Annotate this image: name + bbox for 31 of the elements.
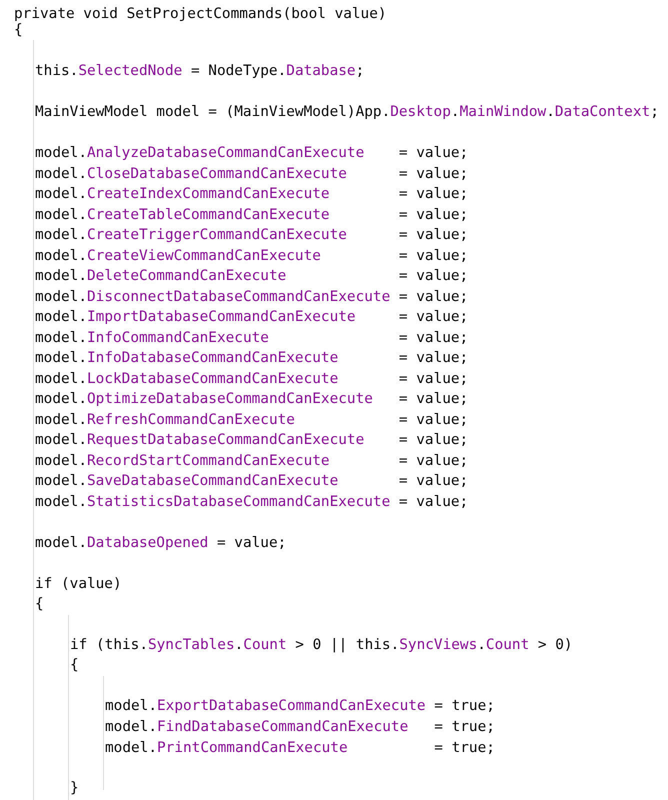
code-line: {	[14, 21, 23, 39]
code-line: model.ExportDatabaseCommandCanExecute = true;	[105, 697, 495, 715]
code-line: model.RefreshCommandCanExecute = value;	[35, 410, 468, 428]
code-line: model.OptimizeDatabaseCommandCanExecute = value;	[35, 390, 468, 408]
code-line: model.RequestDatabaseCommandCanExecute = value;	[35, 431, 468, 449]
code-line: {	[35, 595, 44, 613]
code-line: model.LockDatabaseCommandCanExecute = value;	[35, 370, 468, 388]
code-line: model.InfoCommandCanExecute = value;	[35, 328, 468, 346]
code-line: private void SetProjectCommands(bool value)	[14, 5, 387, 23]
code-line: model.CreateTableCommandCanExecute = value;	[35, 206, 468, 224]
code-line: {	[70, 656, 79, 674]
code-line: model.PrintCommandCanExecute = true;	[105, 739, 495, 757]
code-line: model.DeleteCommandCanExecute = value;	[35, 267, 468, 285]
code-line: model.CreateViewCommandCanExecute = value;	[35, 246, 468, 264]
code-line: model.CreateIndexCommandCanExecute = value;	[35, 185, 468, 203]
code-line: if (this.SyncTables.Count > 0 || this.SyncViews.Count > 0)	[70, 636, 573, 654]
code-line: model.RecordStartCommandCanExecute = value;	[35, 452, 468, 470]
code-line: MainViewModel model = (MainViewModel)App.Desktop.MainWindow.DataContext;	[35, 103, 659, 121]
code-line: model.InfoDatabaseCommandCanExecute = value;	[35, 349, 468, 367]
code-line: model.StatisticsDatabaseCommandCanExecute = value;	[35, 492, 468, 510]
code-line: model.AnalyzeDatabaseCommandCanExecute = value;	[35, 144, 468, 162]
code-line: model.DatabaseOpened = value;	[35, 534, 286, 552]
code-line: this.SelectedNode = NodeType.Database;	[35, 62, 364, 80]
code-line: model.DisconnectDatabaseCommandCanExecute = value;	[35, 288, 468, 306]
code-line: model.CloseDatabaseCommandCanExecute = value;	[35, 164, 468, 182]
code-line: }	[70, 779, 79, 797]
code-line: if (value)	[35, 575, 122, 593]
code-line: model.SaveDatabaseCommandCanExecute = value;	[35, 472, 468, 490]
code-line: model.FindDatabaseCommandCanExecute = true;	[105, 718, 495, 736]
code-line: model.ImportDatabaseCommandCanExecute = value;	[35, 308, 468, 326]
code-line: model.CreateTriggerCommandCanExecute = value;	[35, 226, 468, 244]
